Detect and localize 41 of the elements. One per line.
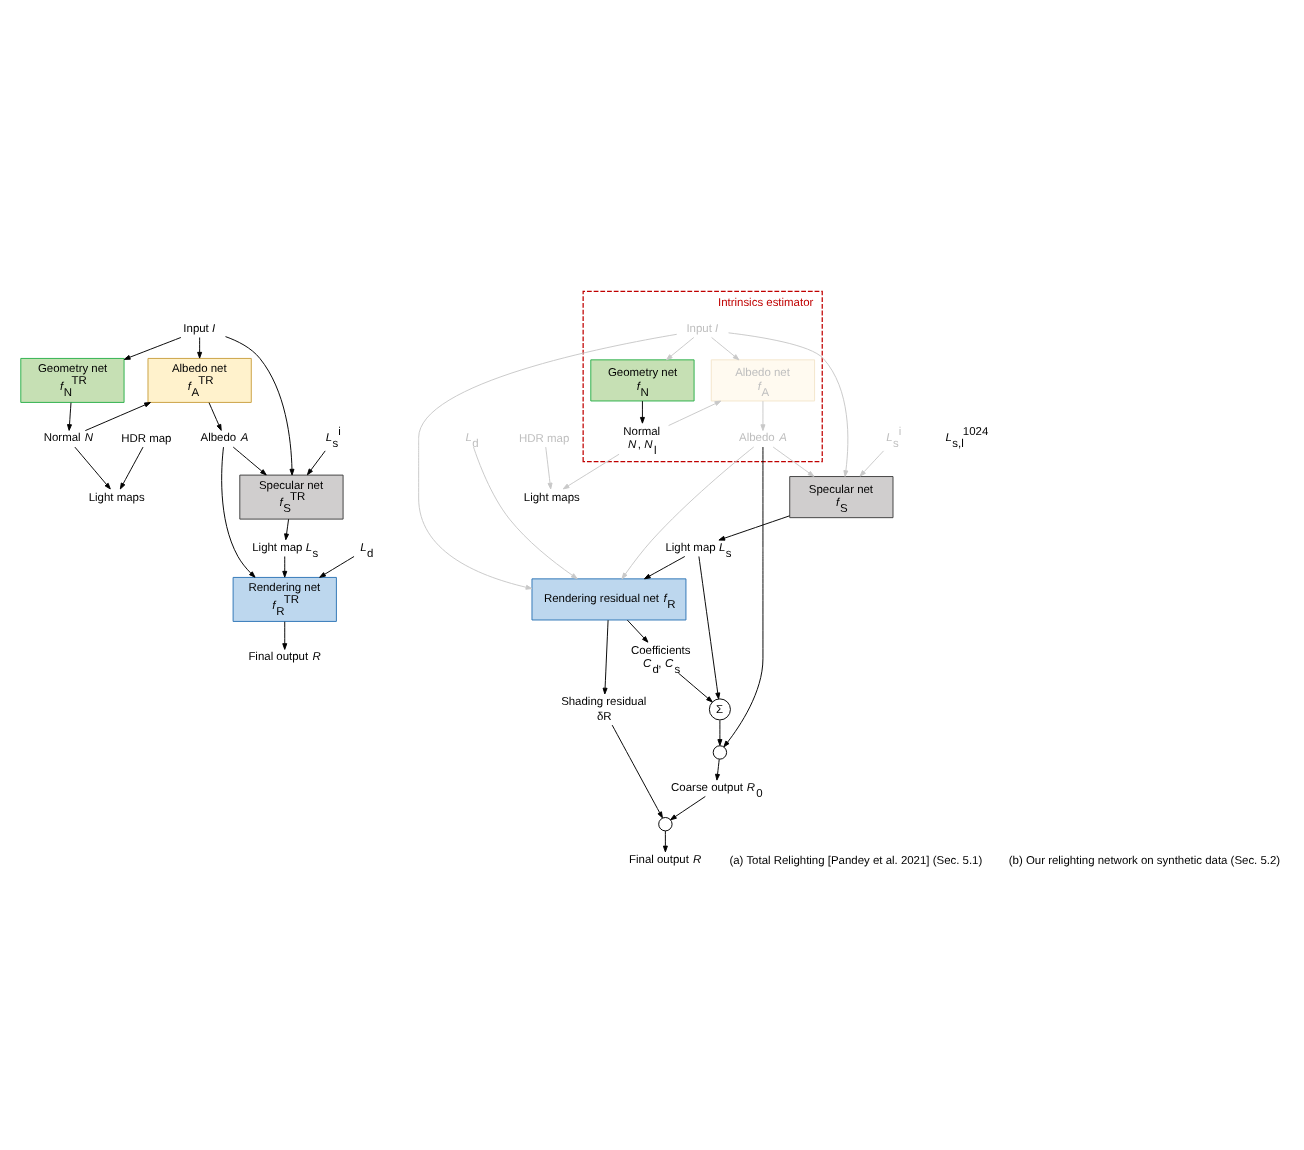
arrow	[418, 332, 678, 589]
arrow	[119, 445, 144, 489]
arrow	[284, 517, 290, 540]
arrow	[670, 795, 706, 820]
arrow	[232, 445, 267, 475]
arrow	[718, 514, 791, 540]
arrow	[208, 401, 222, 430]
arrow	[772, 445, 815, 476]
arrow	[67, 401, 72, 430]
node-circle	[712, 744, 728, 759]
arrow	[859, 449, 885, 476]
arrow	[611, 723, 663, 818]
arrow	[711, 336, 740, 360]
arrow	[545, 445, 553, 489]
arrow	[677, 671, 713, 702]
arrow	[621, 445, 755, 579]
arrow	[562, 452, 620, 489]
arrow	[282, 555, 288, 577]
arrow	[225, 335, 295, 475]
arrow	[715, 757, 720, 780]
arrow	[666, 336, 695, 360]
arrow	[643, 555, 686, 579]
arrow	[306, 449, 326, 475]
arrow	[123, 336, 182, 359]
arrow	[221, 445, 256, 577]
arrow	[668, 399, 722, 426]
arrow	[728, 331, 849, 476]
arrow	[723, 445, 764, 747]
arrow	[602, 618, 609, 694]
arrow	[626, 618, 649, 642]
arrow	[698, 555, 721, 699]
arrow	[662, 829, 668, 852]
arrow	[639, 399, 645, 423]
arrow	[74, 445, 111, 489]
arrow	[319, 555, 355, 577]
arrow	[84, 401, 151, 431]
arrow	[282, 620, 288, 649]
arrow	[473, 445, 578, 579]
arrow	[717, 718, 723, 745]
node-circle	[658, 816, 673, 831]
arrow	[197, 336, 203, 358]
